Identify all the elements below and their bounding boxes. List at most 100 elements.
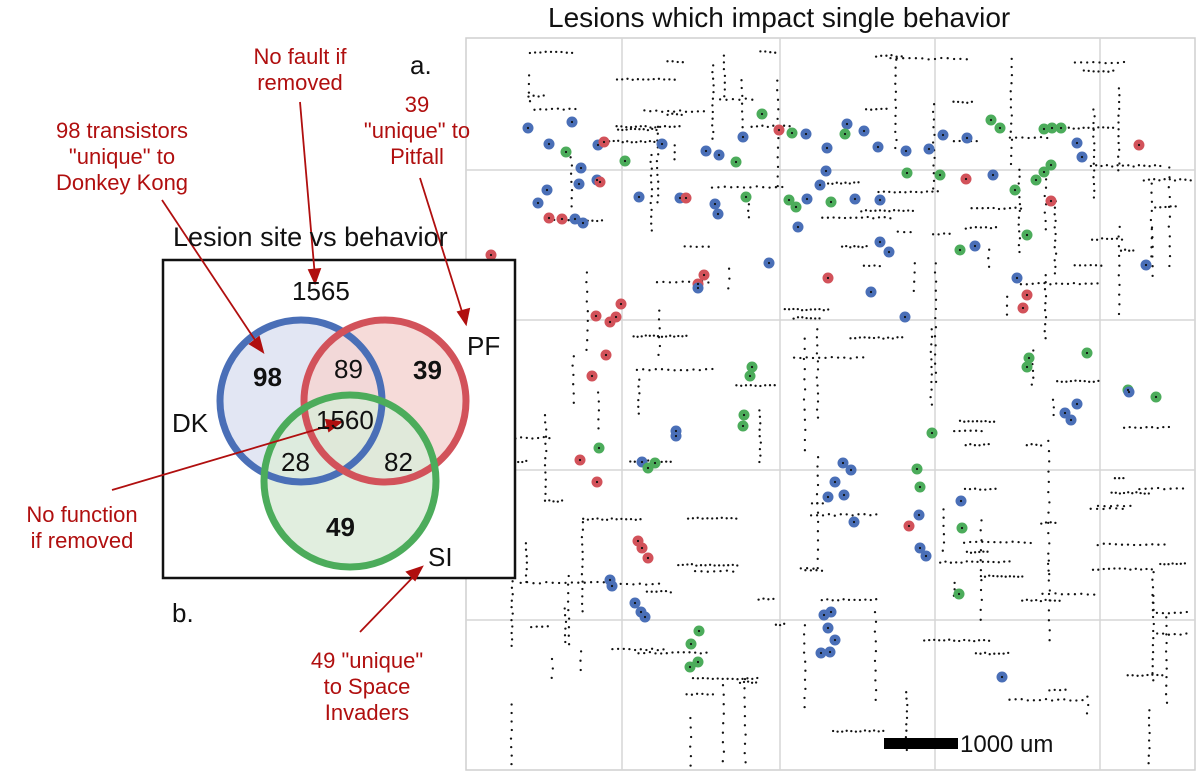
transistor-dot [782,124,786,127]
transistor-dot [736,678,739,681]
transistor-dot [1096,543,1099,547]
transistor-dot [934,371,938,374]
panel-b-label: b. [172,598,194,628]
transistor-dot [1043,211,1046,214]
transistor-dot [1159,562,1162,566]
transistor-dot [816,483,820,487]
lesion-center [918,546,922,550]
lesion-center [790,131,794,135]
transistor-dot [625,582,629,586]
transistor-dot [761,124,764,127]
transistor-dot [712,84,715,87]
transistor-dot [532,582,535,585]
transistor-dot [1044,295,1048,298]
transistor-dot [1100,264,1103,267]
transistor-dot [654,652,657,655]
transistor-dot [527,74,531,77]
lesion-center [927,147,931,151]
transistor-dot [581,550,584,554]
transistor-dot [1039,444,1043,447]
transistor-dot [1120,238,1124,241]
transistor-dot [707,281,710,284]
transistor-dot [1154,206,1157,209]
transistor-dot [1121,164,1125,167]
transistor-dot [756,676,759,680]
transistor-dot [644,125,647,128]
transistor-dot [666,113,669,116]
transistor-dot [596,391,600,394]
transistor-dot [1116,61,1120,65]
transistor-dot [581,528,585,531]
transistor-dot [669,591,672,594]
transistor-dot [1150,568,1153,571]
transistor-dot [750,681,754,684]
transistor-dot [696,677,700,680]
transistor-dot [1093,189,1096,192]
transistor-dot [570,188,574,192]
transistor-dot [827,308,830,311]
transistor-dot [932,164,935,167]
transistor-dot [1023,541,1026,544]
transistor-dot [803,408,806,411]
lesion-center [965,136,969,140]
transistor-dot [975,420,979,423]
transistor-dot [510,728,513,732]
transistor-dot [764,50,767,53]
transistor-dot [527,82,531,86]
transistor-dot [1046,136,1049,140]
transistor-dot [849,357,852,360]
transistor-dot [611,647,614,651]
transistor-dot [511,625,514,628]
transistor-dot [721,741,725,744]
transistor-dot [976,560,979,564]
transistor-dot [1029,541,1032,545]
transistor-dot [711,110,714,114]
transistor-dot [969,443,972,446]
transistor-dot [1163,488,1166,491]
transistor-dot [581,521,585,524]
transistor-dot [882,729,885,733]
transistor-dot [1086,61,1089,64]
transistor-dot [685,693,688,696]
transistor-dot [1097,379,1100,383]
transistor-dot [934,280,938,283]
transistor-dot [936,190,939,193]
transistor-dot [650,153,653,157]
transistor-dot [1117,128,1120,131]
transistor-dot [988,420,991,424]
transistor-dot [768,186,771,189]
transistor-dot [931,110,935,114]
transistor-dot [1031,282,1034,285]
transistor-dot [1093,148,1096,152]
transistor-dot [1037,281,1040,285]
transistor-dot [864,108,868,111]
transistor-dot [1158,179,1161,182]
lesion-center [590,374,594,378]
transistor-dot [882,190,886,193]
lesion-center [597,446,601,450]
transistor-dot [880,54,883,57]
transistor-dot [1092,162,1095,165]
transistor-dot [567,617,571,620]
lesion-center [852,520,856,524]
transistor-dot [660,460,663,464]
transistor-dot [1054,252,1058,255]
transistor-dot [533,108,536,111]
transistor-dot [1025,598,1029,601]
transistor-dot [1142,179,1145,182]
transistor-dot [637,405,640,408]
transistor-dot [671,112,674,115]
transistor-dot [980,539,983,542]
transistor-dot [868,336,871,339]
transistor-dot [1057,698,1060,701]
transistor-dot [1014,698,1017,701]
transistor-dot [681,335,684,338]
transistor-dot [720,516,723,519]
transistor-dot [531,437,534,440]
transistor-dot [1161,611,1165,615]
transistor-dot [1122,491,1126,495]
lesion-center [973,244,977,248]
lesion-center [842,493,846,497]
transistor-dot [848,182,851,185]
transistor-dot [974,226,978,229]
